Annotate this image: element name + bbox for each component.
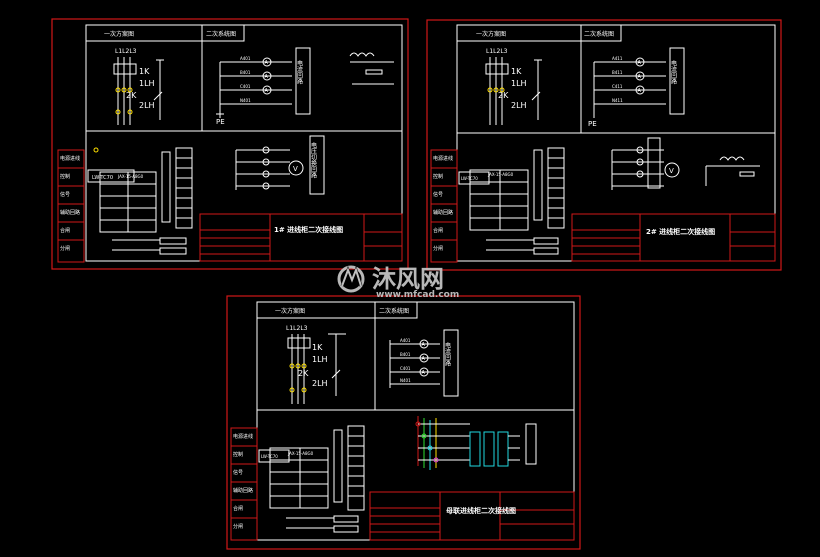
svg-text:信号: 信号 [233, 469, 243, 476]
svg-text:电压切换回路: 电压切换回路 [310, 141, 317, 179]
svg-text:一次方案图: 一次方案图 [275, 307, 305, 315]
svg-text:2LH: 2LH [139, 101, 155, 110]
sheet-1-left-strip [57, 149, 85, 263]
sheet-1-secondary-title: 二次系统图 [206, 30, 236, 38]
svg-text:二次系统图: 二次系统图 [584, 30, 614, 38]
svg-text:合闸: 合闸 [233, 505, 243, 512]
svg-text:1K: 1K [139, 67, 150, 76]
left-label-3: 信号 [60, 191, 70, 198]
svg-text:LW-TC70: LW-TC70 [92, 175, 113, 181]
svg-text:PE: PE [216, 118, 225, 126]
sheet-3-left-strip [230, 427, 258, 541]
svg-text:2K: 2K [126, 91, 137, 100]
svg-text:2K: 2K [298, 369, 309, 378]
svg-text:电源进线: 电源进线 [233, 433, 253, 440]
svg-text:信号: 信号 [433, 191, 443, 198]
svg-text:L1L2L3: L1L2L3 [286, 325, 308, 332]
svg-text:1LH: 1LH [139, 79, 155, 88]
sheet-1-title: 1# 进线柜二次接线图 [274, 225, 343, 234]
svg-text:1LH: 1LH [312, 355, 328, 364]
svg-text:1K: 1K [511, 67, 522, 76]
sheet-3-switch-array [415, 416, 537, 470]
svg-text:V: V [293, 165, 298, 173]
sheet-1-border [51, 18, 409, 270]
svg-text:C401: C401 [240, 84, 251, 89]
svg-text:辅助回路: 辅助回路 [433, 209, 453, 216]
left-label-5: 合闸 [60, 227, 70, 234]
svg-text:电流回路: 电流回路 [444, 341, 451, 367]
svg-text:N401: N401 [240, 98, 251, 103]
svg-text:N401: N401 [400, 378, 411, 383]
sheet-1-voltage-circuit-box [309, 135, 325, 195]
svg-text:A: A [422, 370, 426, 376]
svg-text:A: A [638, 88, 642, 94]
watermark: 沐风网 www.mfcad.com [337, 265, 459, 300]
svg-text:L1L2L3: L1L2L3 [486, 48, 508, 55]
svg-text:辅助回路: 辅助回路 [233, 487, 253, 494]
svg-text:JAX-15-A8G0: JAX-15-A8G0 [117, 174, 144, 179]
svg-text:A: A [265, 74, 269, 80]
svg-text:PE: PE [588, 120, 597, 128]
svg-text:电源进线: 电源进线 [433, 155, 453, 162]
svg-text:电流回路: 电流回路 [670, 59, 677, 85]
svg-text:C411: C411 [612, 84, 623, 89]
svg-text:A: A [265, 88, 269, 94]
left-label-6: 分闸 [60, 245, 70, 252]
sheet-2-title: 2# 进线柜二次接线图 [646, 227, 715, 236]
svg-text:分闸: 分闸 [433, 245, 443, 252]
svg-text:V: V [669, 167, 674, 175]
sheet-1-primary-title: 一次方案图 [104, 30, 134, 38]
svg-text:A: A [422, 342, 426, 348]
sheet-2: 电源进线 控制 信号 辅助回路 合闸 分闸 一次方案图 二次系统图 L1L2L3… [426, 19, 782, 271]
svg-text:控制: 控制 [433, 173, 443, 180]
svg-text:合闸: 合闸 [433, 227, 443, 234]
sheet-2-left-strip [430, 149, 458, 263]
svg-text:一次方案图: 一次方案图 [476, 30, 506, 38]
sheet-1: 电源进线 控制 信号 辅助回路 合闸 分闸 一次方案图 二次系统图 L1L2L3… [51, 18, 409, 270]
svg-text:A: A [422, 356, 426, 362]
svg-text:A401: A401 [240, 56, 251, 61]
sheet-3-title: 母联进线柜二次接线图 [446, 506, 516, 515]
watermark-url: www.mfcad.com [376, 290, 459, 300]
sheet-1-current-circuit-box [295, 47, 311, 115]
svg-text:A: A [638, 74, 642, 80]
svg-text:A401: A401 [400, 338, 411, 343]
svg-text:分闸: 分闸 [233, 523, 243, 530]
svg-text:B401: B401 [400, 352, 411, 357]
watermark-logo-icon [337, 265, 365, 293]
svg-text:N411: N411 [612, 98, 623, 103]
svg-text:1K: 1K [312, 343, 323, 352]
sheet-3-border [226, 295, 581, 550]
svg-text:2K: 2K [498, 91, 509, 100]
svg-text:2LH: 2LH [511, 101, 527, 110]
left-label-1: 电源进线 [60, 155, 80, 162]
svg-text:C401: C401 [400, 366, 411, 371]
sheet-3: 电源进线 控制 信号 辅助回路 合闸 分闸 一次方案图 二次系统图 L1L2L3… [226, 295, 581, 550]
svg-text:电流回路: 电流回路 [296, 59, 303, 85]
svg-text:A: A [638, 60, 642, 66]
svg-text:控制: 控制 [233, 451, 243, 458]
svg-text:1LH: 1LH [511, 79, 527, 88]
svg-text:B411: B411 [612, 70, 623, 75]
svg-text:A411: A411 [612, 56, 623, 61]
svg-text:二次系统图: 二次系统图 [379, 307, 409, 315]
sheet-1-bus: L1L2L3 [115, 48, 137, 55]
svg-text:2LH: 2LH [312, 379, 328, 388]
svg-text:A: A [265, 60, 269, 66]
left-label-4: 辅助回路 [60, 209, 80, 216]
svg-text:B401: B401 [240, 70, 251, 75]
left-label-2: 控制 [60, 173, 70, 180]
watermark-brand: 沐风网 [372, 265, 444, 293]
sheet-2-border [426, 19, 782, 271]
